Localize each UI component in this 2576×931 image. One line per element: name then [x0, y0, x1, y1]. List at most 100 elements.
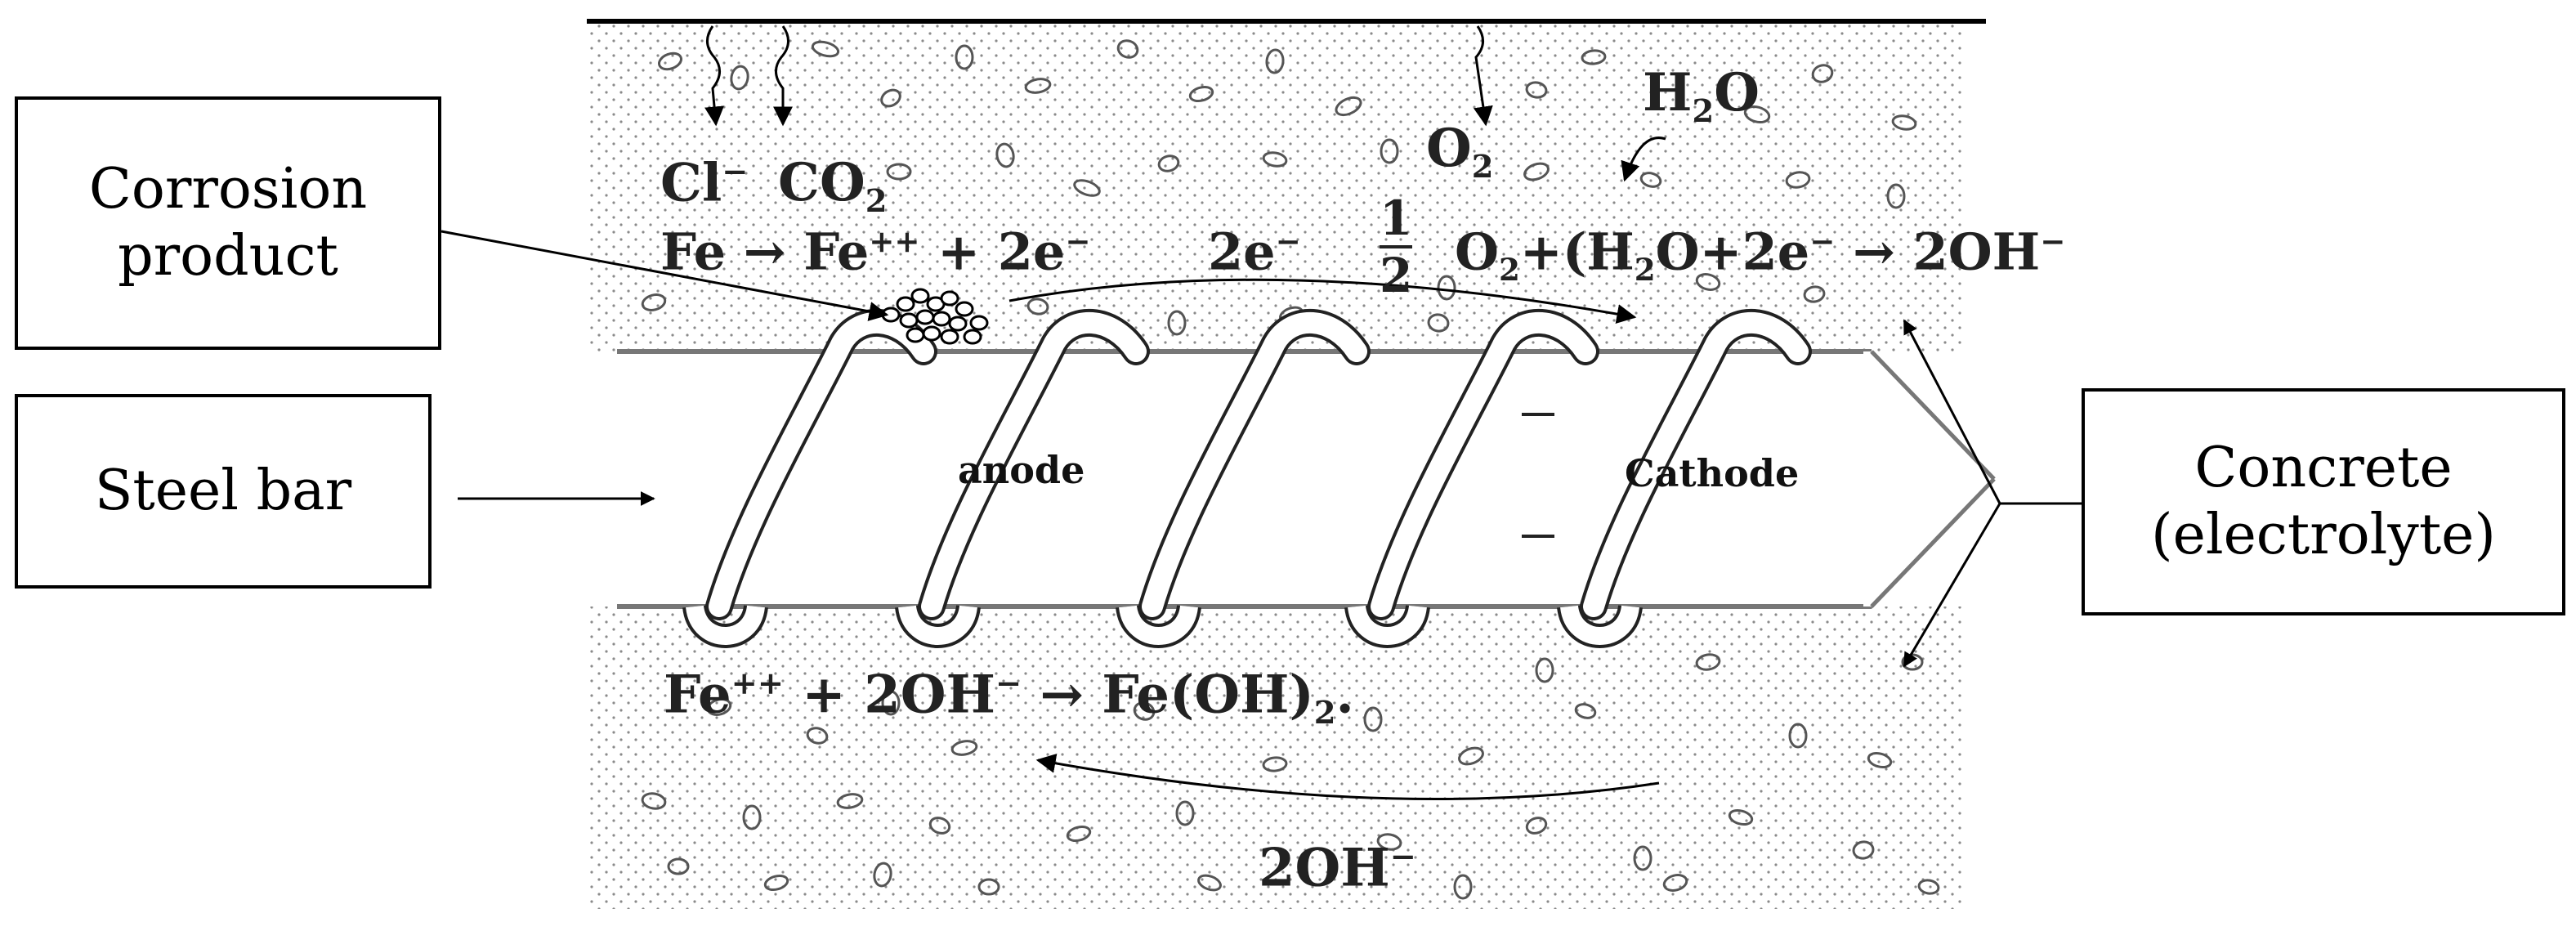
hydroxide-reaction: Fe++ + 2OH− → Fe(OH)2.	[664, 664, 1354, 732]
aggregate-oval	[1523, 162, 1550, 181]
concrete-pointer-down	[1903, 503, 2001, 668]
aggregate-oval	[1376, 833, 1402, 851]
aggregate-oval	[1852, 840, 1875, 860]
aggregate-oval	[1188, 85, 1214, 103]
aggregate-oval	[1437, 275, 1456, 301]
chloride-ingress-arrow	[704, 25, 724, 127]
rust-particle	[963, 329, 982, 345]
aggregate-oval	[1335, 96, 1362, 117]
aggregate-oval	[1427, 313, 1450, 333]
rust-particle	[915, 309, 935, 325]
concrete-top-region	[588, 20, 1961, 351]
aggregate-oval	[1073, 179, 1101, 197]
aggregate-oval	[1581, 49, 1607, 65]
aggregate-oval	[1574, 703, 1597, 719]
carbon-dioxide: CO2	[778, 152, 888, 220]
helical-ribs	[682, 308, 1812, 648]
corrosion-pointer-line	[441, 230, 889, 321]
concrete-label: Concrete (electrolyte)	[2082, 388, 2565, 615]
rust-particle	[896, 296, 915, 312]
aggregate-oval	[995, 142, 1015, 168]
anode-label: anode	[958, 448, 1085, 492]
aggregate-oval	[1891, 114, 1917, 131]
rib-lower-loop-body	[686, 604, 765, 645]
rust-particle	[940, 290, 959, 307]
electron-flow-label: 2e−	[1208, 222, 1301, 282]
aggregate-oval	[730, 65, 749, 91]
co2-ingress-arrow	[773, 25, 793, 127]
aggregate-oval	[1133, 701, 1156, 721]
cathodic-reaction: O2+(H2O+2e− → 2OH−	[1455, 222, 2066, 289]
aggregate-oval	[955, 44, 974, 70]
aggregate-oval	[706, 698, 732, 716]
aggregate-oval	[1662, 874, 1688, 892]
rust-particle	[906, 327, 925, 343]
corrosion-product-line1: Corrosion	[88, 157, 368, 222]
aggregate-oval	[880, 88, 901, 108]
steel-bar-label-text: Steel bar	[94, 459, 352, 524]
rust-particle	[922, 325, 941, 342]
aggregate-oval	[641, 792, 667, 810]
aggregate-oval	[1157, 154, 1180, 172]
aggregate-group	[641, 39, 1940, 900]
aggregate-oval	[1785, 171, 1811, 189]
cathode-label: Cathode	[1625, 451, 1800, 495]
oxygen-species: O2	[1426, 118, 1494, 186]
aggregate-oval	[1811, 64, 1834, 83]
aggregate-oval	[928, 817, 951, 835]
rib-body	[1371, 311, 1596, 617]
aggregate-oval	[1380, 138, 1399, 164]
aggregate-oval	[1525, 81, 1548, 99]
aggregate-oval	[1026, 298, 1049, 316]
aggregate-oval	[1167, 310, 1187, 336]
aggregate-oval	[1867, 751, 1893, 769]
aggregate-oval	[1788, 723, 1808, 749]
hydroxide-flow-arrow	[1035, 754, 1660, 801]
rib-body	[709, 311, 934, 617]
steel-bar-label: Steel bar	[15, 394, 432, 589]
rust-particle	[899, 312, 919, 329]
aggregate-oval	[1262, 756, 1288, 772]
aggregate-oval	[1803, 285, 1826, 303]
aggregate-oval	[1639, 172, 1662, 188]
rust-particle	[948, 316, 968, 332]
concrete-pointer-up	[1903, 319, 2001, 504]
aggregate-oval	[1695, 653, 1721, 671]
aggregate-oval	[977, 878, 1000, 896]
chloride-ion: Cl−	[660, 152, 749, 214]
aggregate-oval	[881, 690, 901, 716]
aggregate-oval	[1116, 39, 1139, 59]
fraction-bar	[1380, 245, 1412, 248]
ingress-arrows	[704, 25, 1666, 182]
rust-particle	[955, 301, 974, 317]
aggregate-oval	[886, 163, 912, 181]
aggregate-oval	[742, 804, 762, 830]
aggregate-oval	[811, 40, 840, 58]
aggregate-oval	[1886, 183, 1906, 209]
rib-lower-loop-body	[1119, 604, 1198, 645]
aggregate-oval	[1695, 273, 1721, 291]
aggregate-oval	[1363, 706, 1383, 732]
oxygen-ingress-arrow	[1473, 25, 1493, 127]
aggregate-oval	[1633, 845, 1652, 871]
electron-flow-arrow	[1008, 278, 1637, 324]
rib-lower-loop-body	[1348, 604, 1427, 645]
rust-particle	[969, 315, 989, 331]
concrete-line1: Concrete	[2194, 436, 2453, 501]
aggregate-oval	[1066, 825, 1092, 843]
aggregate-oval	[1458, 746, 1484, 766]
aggregate-oval	[1175, 800, 1195, 826]
aggregate-oval	[1262, 151, 1288, 168]
aggregate-oval	[1453, 874, 1473, 900]
aggregate-oval	[641, 293, 667, 311]
aggregate-oval	[806, 727, 829, 745]
aggregate-oval	[1728, 808, 1754, 826]
aggregate-oval	[1265, 48, 1285, 74]
aggregate-oval	[1024, 78, 1052, 94]
aggregate-oval	[950, 740, 978, 756]
corrosion-product-line2: product	[118, 224, 338, 289]
rust-particle	[910, 288, 930, 304]
aggregate-oval	[763, 874, 789, 892]
aggregate-oval	[1197, 874, 1222, 892]
